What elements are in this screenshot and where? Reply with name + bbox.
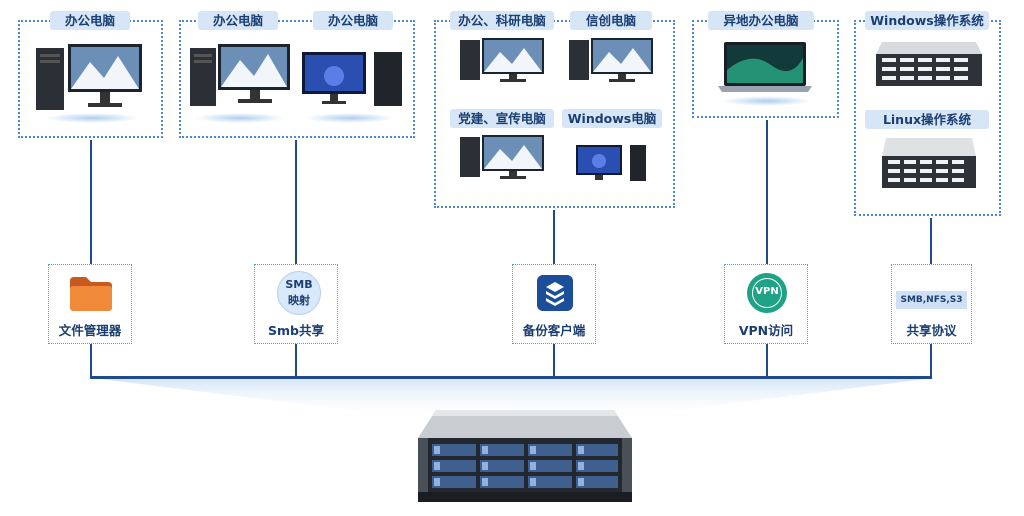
connector-line [90,140,92,264]
connector-line [766,120,768,264]
desktop-pc-icon [458,133,548,185]
connector-line [553,210,555,264]
vpn-icon-text: VPN [755,286,779,297]
folder-icon [70,277,112,311]
connector-line [930,218,932,264]
desktop-pc-icon [458,36,548,88]
rack-server-icon [872,40,984,96]
node-label: 文件管理器 [58,323,122,338]
smb-map-icon: SMB 映射 [277,271,321,315]
group-label: 办公电脑 [313,11,393,30]
desktop-pc-icon [188,40,293,116]
group-label: Windows电脑 [562,109,662,128]
group-label: Linux操作系统 [865,110,989,129]
rack-server-icon [878,136,978,198]
desktop-pc-icon [32,40,147,124]
node-smb-share[interactable]: SMB 映射 Smb共享 [254,264,338,344]
connector-line [553,344,555,378]
group-label: 办公电脑 [50,11,130,30]
node-label: 备份客户端 [522,323,586,338]
node-vpn-access[interactable]: VPN VPN访问 [724,264,808,344]
backup-client-icon [537,275,573,311]
node-share-protocol[interactable]: SMB,NFS,S3 共享协议 [891,264,972,344]
connector-line [766,344,768,378]
node-label: 共享协议 [906,323,957,338]
smb-icon-text: 映射 [288,294,310,307]
group-label: 办公、科研电脑 [450,11,554,30]
protocol-badge: SMB,NFS,S3 [896,291,967,309]
connector-line [295,344,297,378]
bus-line [90,376,932,379]
smb-icon-text: SMB [285,278,313,291]
desktop-pc-icon [567,36,657,88]
connector-line [295,140,297,264]
shadow [195,113,285,123]
group-label: 信创电脑 [570,11,652,30]
shadow [722,96,812,106]
group-office-pc-2 [179,20,415,138]
shadow [305,113,395,123]
connector-line [90,344,92,378]
group-label: Windows操作系统 [865,11,989,30]
group-research-pc [434,20,675,208]
node-label: VPN访问 [738,323,794,338]
storage-server-icon [414,408,636,512]
windows-pc-icon [574,143,654,187]
laptop-icon [716,40,814,100]
group-label: 办公电脑 [198,11,278,30]
node-backup-client[interactable]: 备份客户端 [512,264,596,344]
group-label: 异地办公电脑 [708,11,814,30]
connector-line [930,344,932,378]
shadow [45,113,140,123]
windows-pc-icon [300,50,406,114]
node-label: Smb共享 [268,323,324,338]
node-file-manager[interactable]: 文件管理器 [48,264,132,344]
vpn-icon: VPN [747,273,787,313]
group-label: 党建、宣传电脑 [450,109,554,128]
